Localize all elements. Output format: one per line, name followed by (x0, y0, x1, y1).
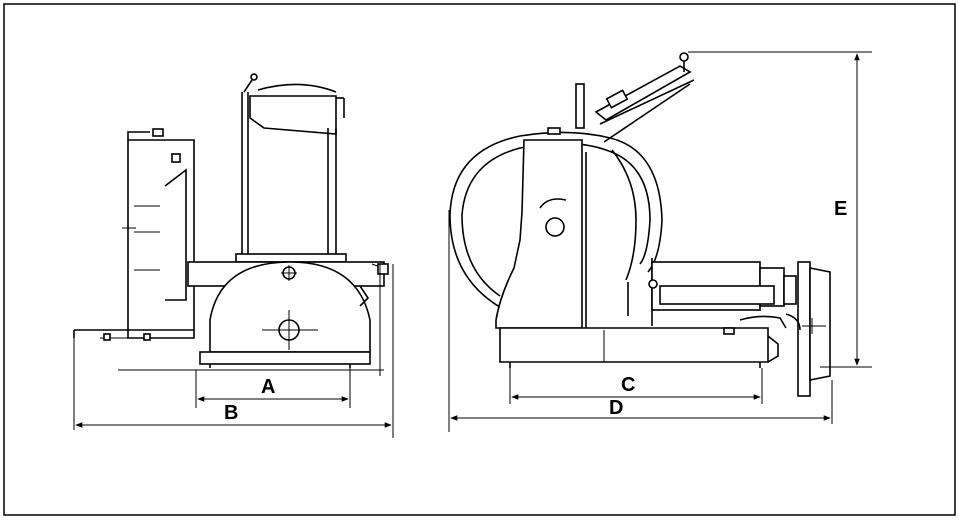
dimension-c-label: C (621, 374, 635, 396)
dimension-d: D (450, 397, 831, 421)
dimension-e: E (834, 53, 860, 366)
side-view-slicer (449, 52, 831, 397)
dimension-a-label: A (261, 376, 275, 398)
diagram-frame (3, 3, 956, 516)
dimension-b: B (75, 402, 392, 428)
dimension-a: A (197, 376, 349, 402)
dimension-b-label: B (224, 402, 238, 424)
front-view-slicer (73, 73, 394, 438)
dimension-d-label: D (609, 397, 623, 419)
dimension-c: C (511, 374, 761, 400)
dimension-e-label: E (834, 198, 847, 220)
